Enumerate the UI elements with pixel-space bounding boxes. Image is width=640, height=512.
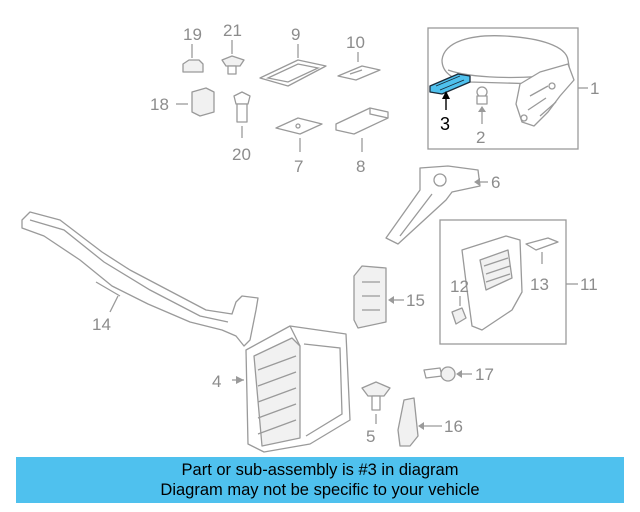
bracket-part-7: [275, 117, 323, 135]
callout-17: 17: [475, 365, 494, 384]
bolt-part-5: [361, 381, 391, 411]
bracket-part-8: [335, 107, 389, 135]
plug-part-19: [182, 59, 204, 73]
callout-3: 3: [440, 114, 450, 134]
callout-2: 2: [476, 128, 485, 147]
duct-part-14: [21, 211, 259, 347]
bracket-part-15: [353, 265, 387, 329]
callout-15: 15: [406, 291, 425, 310]
bracket-part-16: [397, 397, 419, 447]
callout-9: 9: [291, 25, 300, 44]
callout-10: 10: [346, 33, 365, 52]
part-3-highlighted: [429, 73, 471, 95]
bracket-part-6: [385, 165, 481, 245]
callout-13: 13: [530, 275, 549, 294]
banner-line-2: Diagram may not be specific to your vehi…: [160, 481, 480, 499]
group-box-11: [439, 219, 567, 345]
clip-part-20: [233, 91, 251, 123]
tag-part-13: [525, 237, 559, 251]
callout-7: 7: [294, 157, 303, 176]
callout-21: 21: [223, 21, 242, 40]
callout-14: 14: [92, 315, 111, 334]
callout-1: 1: [590, 79, 599, 98]
callout-20: 20: [232, 145, 251, 164]
banner-line-1: Part or sub-assembly is #3 in diagram: [181, 461, 459, 479]
callout-19: 19: [183, 25, 202, 44]
callout-11: 11: [580, 275, 598, 294]
callout-6: 6: [491, 173, 500, 192]
clip-part-12: [451, 307, 467, 325]
switch-part-18: [191, 87, 215, 117]
callout-12: 12: [450, 277, 469, 296]
mat-part-10: [337, 65, 381, 81]
rear-vent-panel-part: [461, 235, 523, 331]
clip-part-2: [476, 86, 488, 105]
callout-4: 4: [212, 372, 221, 391]
callout-8: 8: [356, 157, 365, 176]
screw-part-17: [423, 366, 456, 382]
console-body-part-4: [245, 325, 351, 453]
callout-16: 16: [444, 417, 463, 436]
armrest-lid-part: [441, 35, 575, 127]
callout-5: 5: [366, 427, 375, 446]
info-banner: Part or sub-assembly is #3 in diagram Di…: [16, 457, 624, 503]
callout-18: 18: [150, 95, 169, 114]
clip-part-21: [221, 55, 245, 75]
mat-part-9: [259, 59, 327, 87]
